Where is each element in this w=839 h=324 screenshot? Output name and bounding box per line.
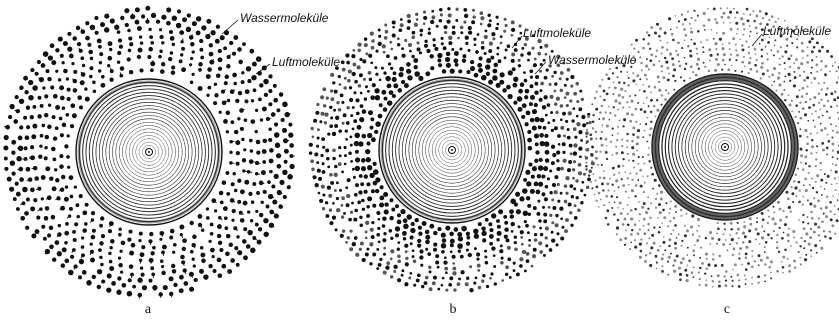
panel-a-label-air: Luftmoleküle: [272, 56, 340, 68]
panel-c-label-air: Luftmoleküle: [763, 25, 831, 37]
panel-c: [584, 7, 839, 288]
panel-a: [3, 6, 295, 299]
panel-b: [309, 7, 595, 292]
panel-b-caption: b: [443, 303, 463, 317]
panel-b-label-air: Luftmoleküle: [523, 27, 591, 39]
panel-c-caption: c: [717, 303, 737, 317]
panel-b-label-water: Wassermoleküle: [548, 54, 636, 66]
panel-a-label-water: Wassermoleküle: [240, 12, 328, 24]
panel-a-caption: a: [138, 303, 158, 317]
